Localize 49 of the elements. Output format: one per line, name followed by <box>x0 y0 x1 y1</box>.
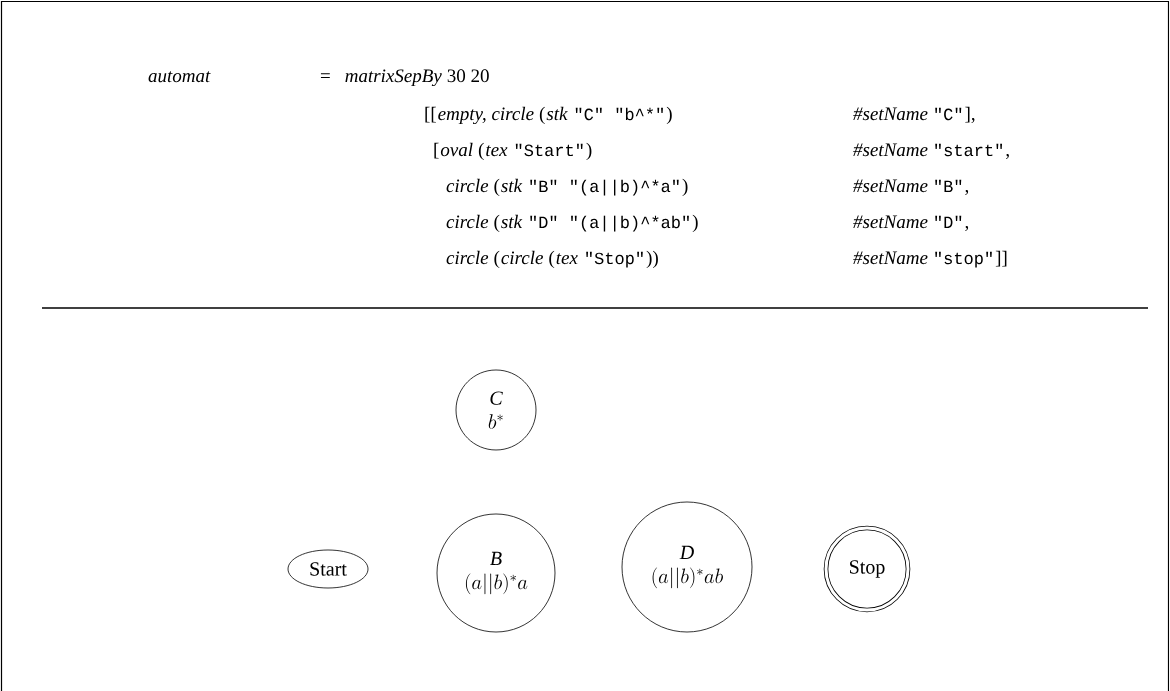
code-text: tex <box>556 253 578 265</box>
code-text: , <box>965 226 969 231</box>
code-text: "D" "(a||b)^*ab" <box>530 215 689 232</box>
code-text: ) <box>682 178 688 197</box>
code-text: ( <box>494 178 500 197</box>
code-text: #setName <box>853 143 928 157</box>
code-text: , <box>1006 154 1009 159</box>
code-text: circle <box>446 250 489 265</box>
code-text: oval <box>440 142 473 157</box>
code-text: "D" <box>935 215 962 228</box>
code-text: ]] <box>995 250 1007 267</box>
code-text: ) <box>666 106 672 125</box>
code-text: "Start" <box>515 143 583 157</box>
code-text: circle <box>501 250 543 265</box>
code-text: ) <box>586 142 592 161</box>
code-text: = <box>320 73 330 79</box>
code-text: #setName <box>853 179 928 193</box>
code-text: "stop" <box>935 251 992 268</box>
code-text: automat <box>148 71 211 83</box>
code-text: ) <box>692 214 698 233</box>
code-text: circle <box>446 178 489 193</box>
code-text: #setName <box>853 215 928 229</box>
code-text: "C" "b^*" <box>575 107 663 121</box>
code-text: empty, circle <box>438 106 534 125</box>
code-text: ( <box>494 214 500 233</box>
code-text: [ <box>434 142 439 159</box>
code-text: "C" <box>935 107 962 121</box>
code-text: "B" "(a||b)^*a" <box>530 179 679 196</box>
code-text: ( <box>549 250 555 269</box>
code-text: ( <box>478 142 484 161</box>
start-oval: Start <box>287 549 369 589</box>
code-text: stk <box>501 214 523 229</box>
code-text: ( <box>539 106 545 125</box>
code-text: , <box>965 190 969 195</box>
code-text: )) <box>646 250 658 269</box>
code-text: [[ <box>425 106 436 123</box>
code-text: #setName <box>853 251 928 265</box>
code-text: tex <box>486 145 508 157</box>
code-text: stk <box>546 106 568 121</box>
code-text: circle <box>446 214 489 229</box>
code-text: ], <box>965 106 975 123</box>
code-text: 30 20 <box>447 69 489 83</box>
code-text: ( <box>494 250 500 269</box>
code-text: "start" <box>935 143 1003 157</box>
code-text: "Stop" <box>586 251 643 268</box>
code-text: #setName <box>853 107 928 121</box>
code-text: stk <box>501 178 523 193</box>
code-text: "B" <box>935 179 962 192</box>
code-text: matrixSepBy <box>345 69 442 87</box>
